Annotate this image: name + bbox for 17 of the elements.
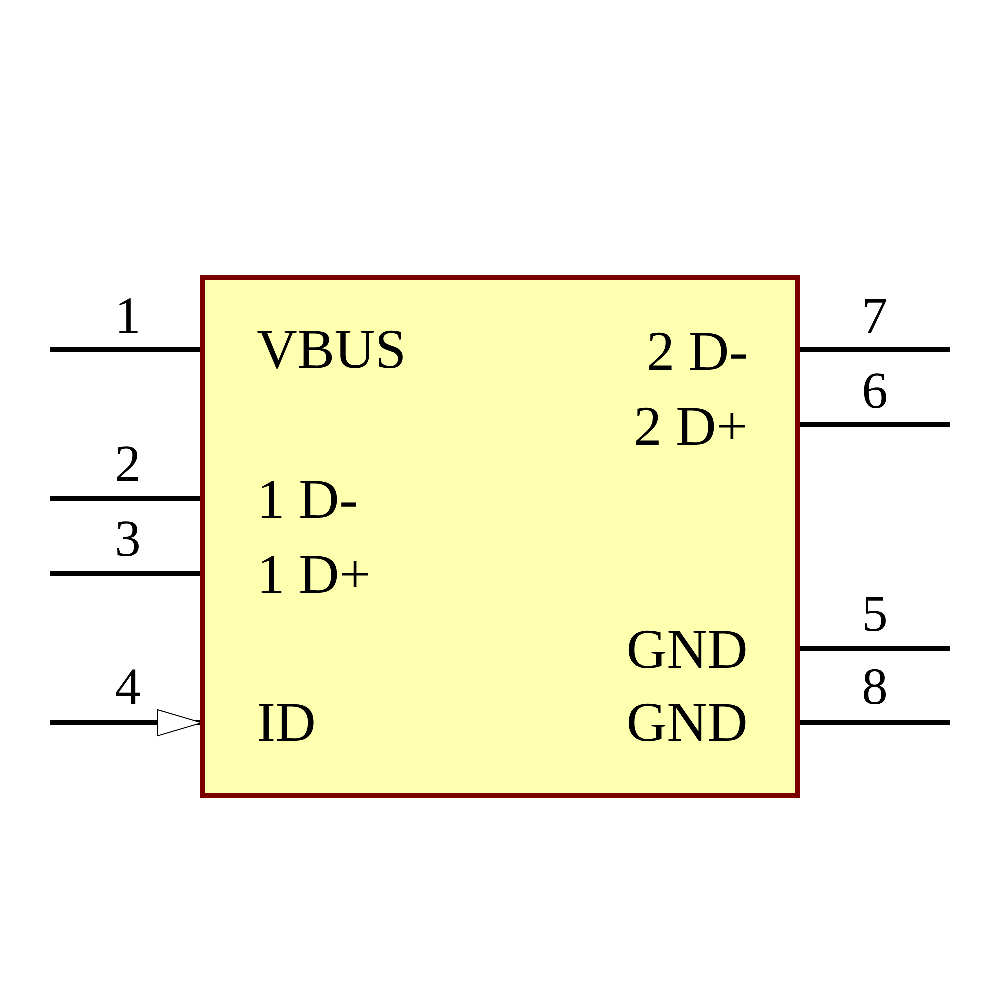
- pin-name: 2 D+: [634, 399, 748, 455]
- pin-number: 5: [862, 589, 888, 641]
- chip-body: [200, 275, 800, 798]
- pin-number: 2: [115, 439, 141, 491]
- pin-name: VBUS: [257, 322, 406, 378]
- pin-number: 8: [862, 662, 888, 714]
- pin-name: 1 D+: [257, 547, 372, 603]
- pin-name: GND: [626, 695, 748, 751]
- pin-name: 2 D-: [646, 324, 748, 380]
- pin-number: 4: [115, 662, 141, 714]
- pin-number: 1: [115, 291, 141, 343]
- pin-number: 7: [862, 291, 888, 343]
- pin-name: ID: [257, 695, 316, 751]
- pin-name: 1 D-: [257, 472, 358, 528]
- pin-number: 6: [862, 366, 888, 418]
- pin-number: 3: [115, 514, 141, 566]
- pin-name: GND: [626, 622, 748, 678]
